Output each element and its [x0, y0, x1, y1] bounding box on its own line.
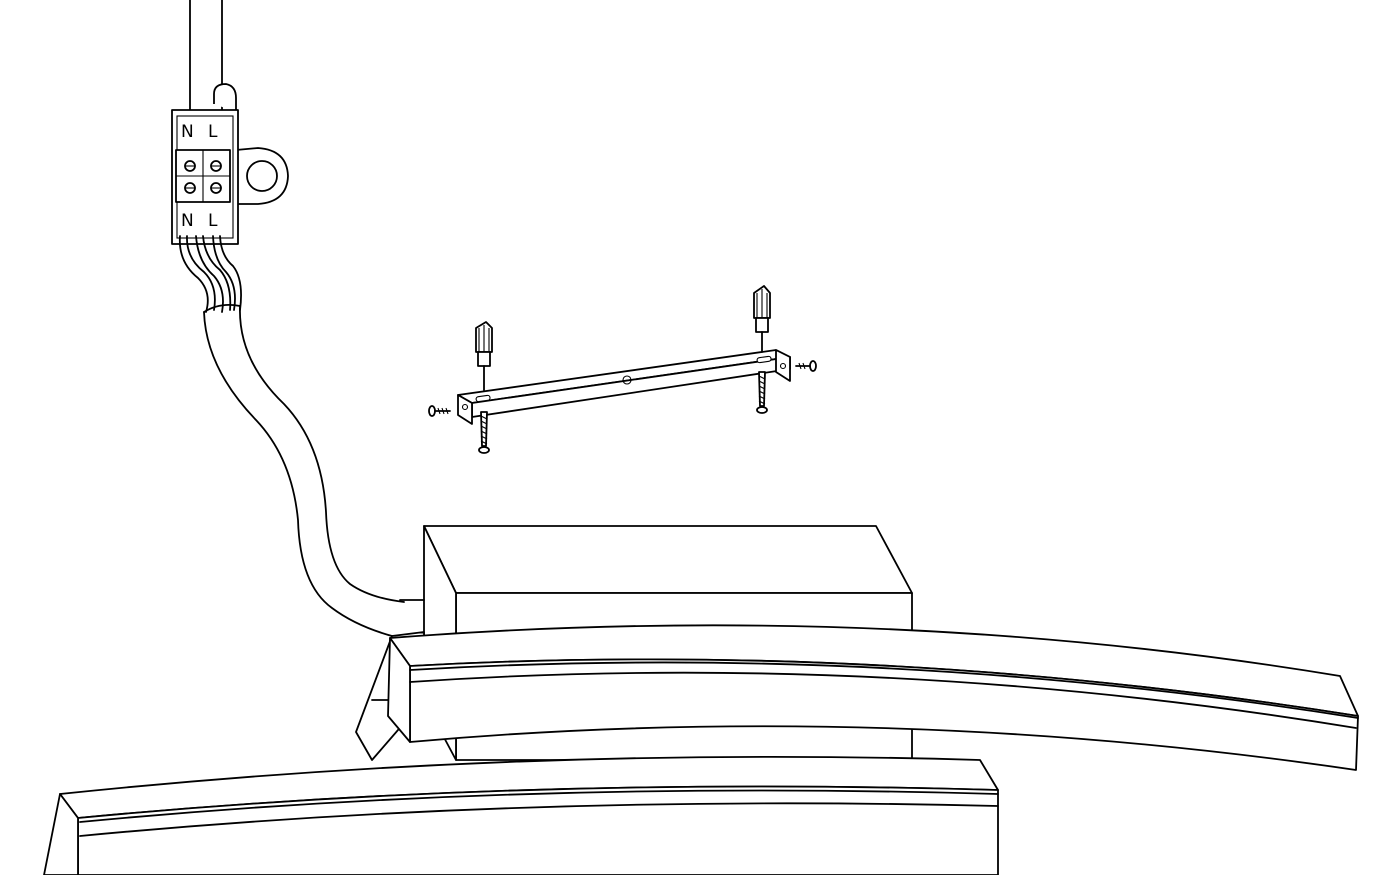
- terminal-bottom-l-label: L: [208, 211, 218, 231]
- screw-icon: [478, 411, 490, 454]
- screw-icon: [428, 405, 451, 417]
- terminal-top-l-label: L: [208, 122, 218, 142]
- terminal-block-icon: N L N L: [171, 83, 289, 245]
- led-light-bar-icon: [387, 624, 1359, 771]
- wall-plug-icon: [475, 321, 493, 391]
- terminal-bottom-n-label: N: [181, 211, 194, 231]
- wall-plug-icon: [753, 285, 771, 353]
- led-light-bar-icon: [43, 755, 999, 875]
- terminal-top-n-label: N: [181, 122, 194, 142]
- lamp-wires: [178, 235, 242, 313]
- screw-icon: [756, 371, 768, 414]
- power-cable-icon: [203, 303, 405, 637]
- mounting-bracket-icon: [457, 349, 791, 425]
- screw-icon: [795, 360, 817, 372]
